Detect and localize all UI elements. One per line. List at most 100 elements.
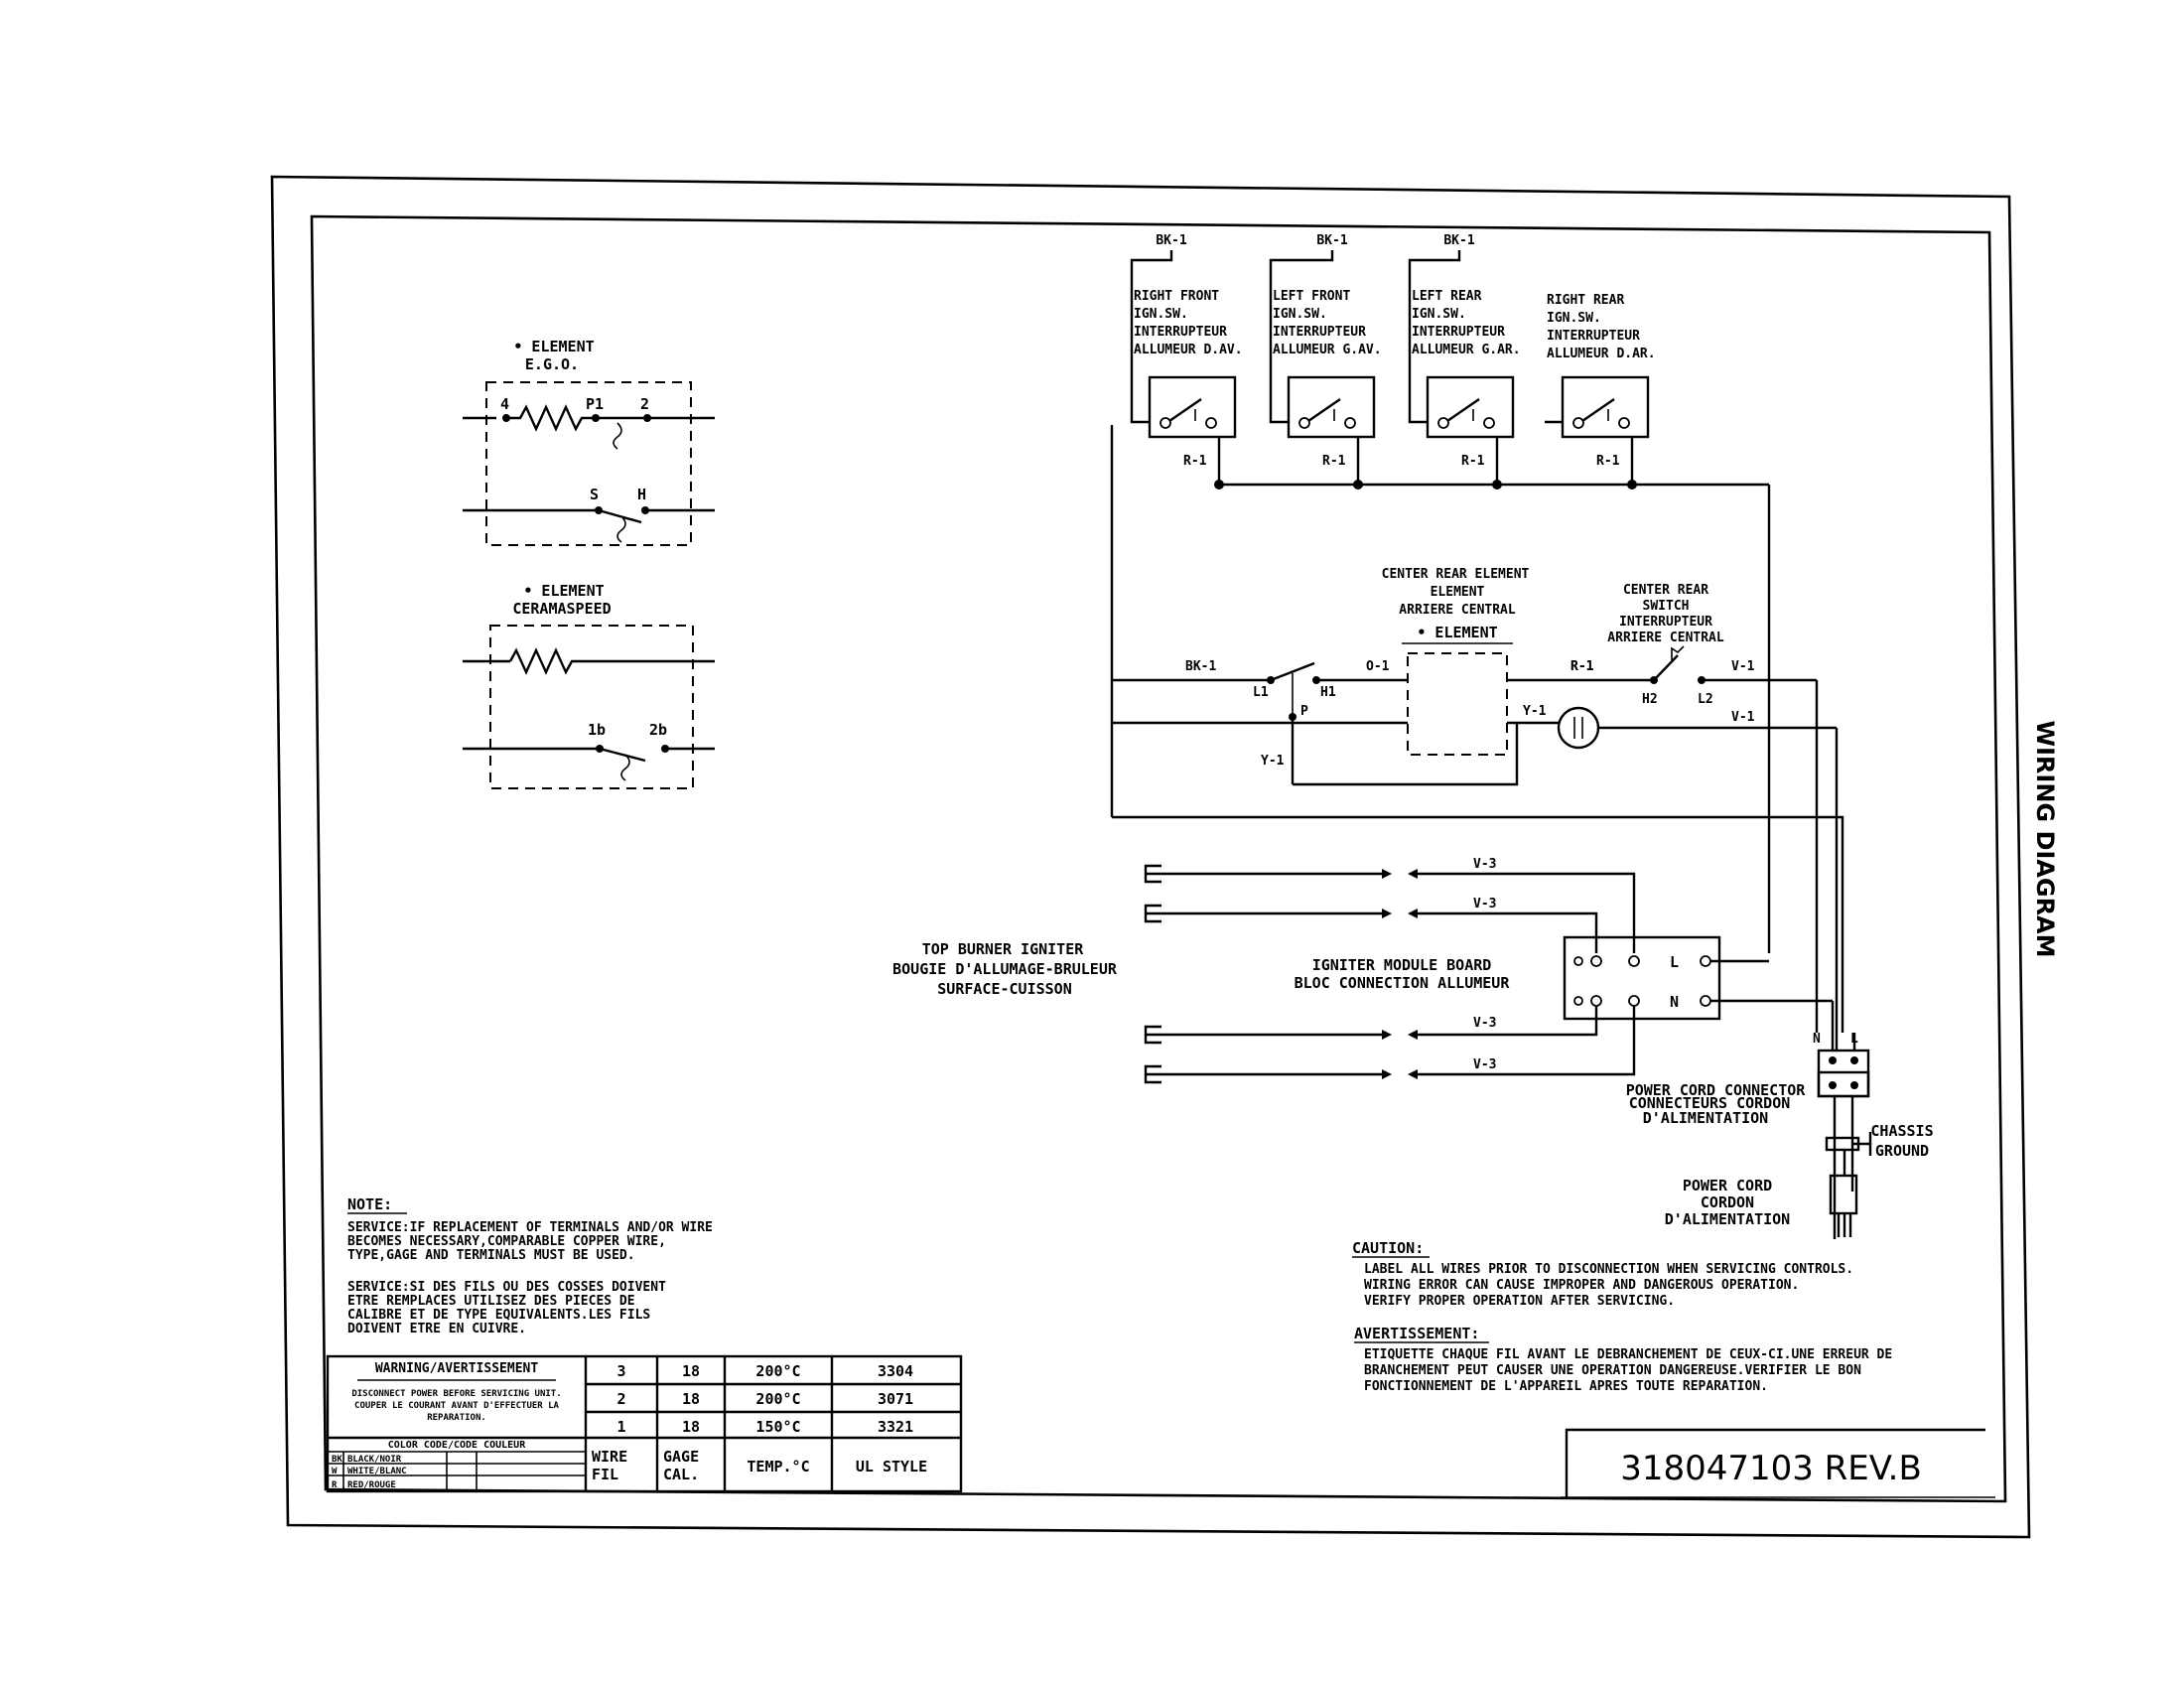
- svg-text:RED/ROUGE: RED/ROUGE: [347, 1480, 396, 1490]
- svg-text:R-1: R-1: [1596, 454, 1620, 469]
- svg-text:V-1: V-1: [1731, 710, 1755, 725]
- igniter-wire-3: V-3: [1144, 1003, 1598, 1045]
- ignition-switch-left-rear: BK-1 LEFT REAR IGN.SW. INTERRUPTEUR ALLU…: [1408, 233, 1521, 490]
- svg-text:P1: P1: [586, 395, 604, 413]
- svg-text:BK-1: BK-1: [1156, 233, 1186, 248]
- svg-text:IGN.SW.: IGN.SW.: [1547, 311, 1601, 326]
- svg-text:INTERRUPTEUR: INTERRUPTEUR: [1273, 325, 1366, 340]
- svg-text:UL STYLE: UL STYLE: [856, 1458, 927, 1475]
- svg-text:2b: 2b: [649, 721, 667, 739]
- svg-text:IGN.SW.: IGN.SW.: [1273, 307, 1327, 322]
- svg-text:INTERRUPTEUR: INTERRUPTEUR: [1619, 615, 1712, 630]
- svg-text:1: 1: [616, 1418, 625, 1436]
- svg-text:FIL: FIL: [592, 1466, 618, 1483]
- svg-text:WIRE: WIRE: [592, 1448, 627, 1466]
- svg-text:BECOMES NECESSARY,COMPARABLE C: BECOMES NECESSARY,COMPARABLE COPPER WIRE…: [347, 1234, 666, 1249]
- top-burner-igniters: TOP BURNER IGNITER BOUGIE D'ALLUMAGE-BRU…: [892, 940, 1118, 998]
- svg-text:INTERRUPTEUR: INTERRUPTEUR: [1412, 325, 1505, 340]
- svg-text:ALLUMEUR D.AR.: ALLUMEUR D.AR.: [1547, 347, 1656, 361]
- svg-text:D'ALIMENTATION: D'ALIMENTATION: [1665, 1210, 1790, 1228]
- svg-text:RIGHT REAR: RIGHT REAR: [1547, 293, 1624, 308]
- svg-text:NOTE:: NOTE:: [347, 1195, 392, 1213]
- svg-text:V-3: V-3: [1473, 897, 1496, 912]
- svg-text:LABEL ALL WIRES PRIOR TO DISCO: LABEL ALL WIRES PRIOR TO DISCONNECTION W…: [1364, 1262, 1853, 1277]
- svg-text:ETRE REMPLACES UTILISEZ DES PI: ETRE REMPLACES UTILISEZ DES PIECES DE: [347, 1294, 635, 1309]
- center-rear-circuit: CENTER REAR ELEMENT ELEMENT ARRIERE CENT…: [1112, 567, 1844, 1033]
- svg-text:3304: 3304: [878, 1362, 913, 1380]
- svg-text:ALLUMEUR G.AR.: ALLUMEUR G.AR.: [1412, 343, 1521, 357]
- svg-text:2: 2: [640, 395, 649, 413]
- svg-text:RIGHT FRONT: RIGHT FRONT: [1134, 289, 1219, 304]
- svg-text:318047103 REV.B: 318047103 REV.B: [1620, 1449, 1922, 1488]
- svg-text:TYPE,GAGE AND TERMINALS MUST B: TYPE,GAGE AND TERMINALS MUST BE USED.: [347, 1248, 635, 1263]
- svg-text:BK: BK: [332, 1455, 342, 1465]
- ignition-switch-right-front: BK-1 RIGHT FRONT IGN.SW. INTERRUPTEUR AL…: [1130, 233, 1243, 490]
- svg-text:BLOC CONNECTION ALLUMEUR: BLOC CONNECTION ALLUMEUR: [1295, 974, 1511, 992]
- ignition-switch-right-rear: RIGHT REAR IGN.SW. INTERRUPTEUR ALLUMEUR…: [1545, 293, 1656, 490]
- svg-text:200°C: 200°C: [755, 1390, 800, 1408]
- svg-text:BK-1: BK-1: [1443, 233, 1474, 248]
- svg-text:WIRING ERROR CAN CAUSE IMPROPE: WIRING ERROR CAN CAUSE IMPROPER AND DANG…: [1364, 1278, 1799, 1293]
- svg-text:CENTER REAR: CENTER REAR: [1623, 583, 1708, 598]
- svg-text:IGN.SW.: IGN.SW.: [1134, 307, 1188, 322]
- svg-text:CHASSIS: CHASSIS: [1870, 1122, 1933, 1140]
- igniter-wire-2: V-3: [1144, 897, 1598, 953]
- warning-and-wire-table: WARNING/AVERTISSEMENT DISCONNECT POWER B…: [326, 1354, 963, 1493]
- svg-text:REPARATION.: REPARATION.: [427, 1413, 486, 1423]
- svg-text:TOP BURNER IGNITER: TOP BURNER IGNITER: [922, 940, 1085, 958]
- svg-text:• ELEMENT: • ELEMENT: [513, 338, 594, 355]
- svg-text:BK-1: BK-1: [1185, 659, 1216, 674]
- svg-text:R-1: R-1: [1322, 454, 1346, 469]
- svg-text:VERIFY PROPER OPERATION AFTER: VERIFY PROPER OPERATION AFTER SERVICING.: [1364, 1294, 1675, 1309]
- svg-text:S: S: [590, 486, 599, 503]
- svg-text:P: P: [1300, 704, 1308, 719]
- svg-text:2: 2: [616, 1390, 625, 1408]
- svg-text:DISCONNECT POWER BEFORE SERVIC: DISCONNECT POWER BEFORE SERVICING UNIT.: [351, 1389, 561, 1399]
- svg-text:V-3: V-3: [1473, 1016, 1496, 1031]
- svg-text:L: L: [1670, 953, 1679, 971]
- svg-text:GAGE: GAGE: [663, 1448, 699, 1466]
- igniter-wire-4: V-3: [1144, 1003, 1636, 1084]
- svg-text:ALLUMEUR D.AV.: ALLUMEUR D.AV.: [1134, 343, 1243, 357]
- svg-text:CONNECTEURS CORDON: CONNECTEURS CORDON: [1629, 1094, 1791, 1112]
- svg-text:Y-1: Y-1: [1261, 754, 1285, 769]
- service-note: NOTE: SERVICE:IF REPLACEMENT OF TERMINAL…: [347, 1195, 713, 1336]
- svg-text:CENTER REAR ELEMENT: CENTER REAR ELEMENT: [1382, 567, 1530, 582]
- svg-text:BLACK/NOIR: BLACK/NOIR: [347, 1455, 402, 1465]
- svg-text:R-1: R-1: [1570, 659, 1594, 674]
- svg-text:R-1: R-1: [1570, 659, 1594, 674]
- svg-text:BK-1: BK-1: [1316, 233, 1347, 248]
- igniter-module-board: IGNITER MODULE BOARD BLOC CONNECTION ALL…: [1295, 935, 1833, 1021]
- part-number-box: 318047103 REV.B: [1561, 1428, 1995, 1498]
- svg-text:ETIQUETTE CHAQUE FIL AVANT LE: ETIQUETTE CHAQUE FIL AVANT LE DEBRANCHEM…: [1364, 1347, 1892, 1362]
- svg-text:3: 3: [616, 1362, 625, 1380]
- inner-frame: [310, 214, 2007, 1503]
- svg-text:O-1: O-1: [1366, 659, 1390, 674]
- svg-text:ALLUMEUR G.AV.: ALLUMEUR G.AV.: [1273, 343, 1382, 357]
- svg-text:L1: L1: [1253, 685, 1269, 700]
- svg-text:SERVICE:SI DES FILS OU DES COS: SERVICE:SI DES FILS OU DES COSSES DOIVEN…: [347, 1280, 666, 1295]
- svg-text:TEMP.°C: TEMP.°C: [747, 1458, 809, 1475]
- svg-text:GROUND: GROUND: [1875, 1142, 1929, 1160]
- svg-text:• ELEMENT: • ELEMENT: [523, 582, 604, 600]
- svg-text:Y-1: Y-1: [1523, 704, 1547, 719]
- svg-text:SURFACE-CUISSON: SURFACE-CUISSON: [937, 980, 1071, 998]
- igniter-wire-1: V-3: [1144, 857, 1636, 953]
- svg-text:1b: 1b: [588, 721, 606, 739]
- svg-text:BOUGIE D'ALLUMAGE-BRULEUR: BOUGIE D'ALLUMAGE-BRULEUR: [892, 960, 1118, 978]
- svg-text:CALIBRE ET DE TYPE EQUIVALENTS: CALIBRE ET DE TYPE EQUIVALENTS.LES FILS: [347, 1308, 650, 1323]
- svg-text:SERVICE:IF REPLACEMENT OF TERM: SERVICE:IF REPLACEMENT OF TERMINALS AND/…: [347, 1220, 713, 1235]
- svg-text:18: 18: [682, 1390, 700, 1408]
- outer-frame: [270, 175, 2031, 1539]
- svg-text:IGNITER MODULE BOARD: IGNITER MODULE BOARD: [1312, 956, 1492, 974]
- svg-text:N: N: [1813, 1032, 1821, 1047]
- ignition-switch-left-front: BK-1 LEFT FRONT IGN.SW. INTERRUPTEUR ALL…: [1269, 233, 1382, 490]
- svg-text:D'ALIMENTATION: D'ALIMENTATION: [1643, 1109, 1768, 1127]
- svg-text:CORDON: CORDON: [1701, 1193, 1754, 1211]
- svg-text:DOIVENT ETRE EN CUIVRE.: DOIVENT ETRE EN CUIVRE.: [347, 1322, 526, 1336]
- svg-text:V-3: V-3: [1473, 857, 1496, 872]
- svg-text:• ELEMENT: • ELEMENT: [1417, 624, 1497, 641]
- svg-text:V-1: V-1: [1731, 659, 1755, 674]
- power-cord-connector: N L POWER CORD CONNECTOR CONNECTEURS COR…: [1626, 680, 1934, 1239]
